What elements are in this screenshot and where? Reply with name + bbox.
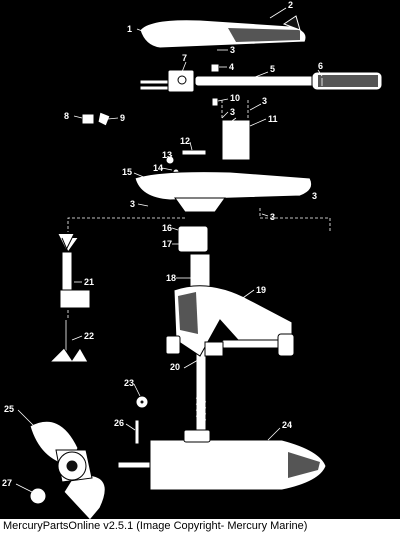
callout-3d: 3 bbox=[130, 199, 135, 209]
callout-2: 2 bbox=[288, 0, 293, 10]
callout-26: 26 bbox=[114, 418, 124, 428]
callout-11: 11 bbox=[268, 114, 278, 124]
top-cover-part bbox=[139, 15, 307, 49]
callout-labels: 1 2 3 4 5 6 7 8 9 10 3 3 11 12 13 14 15 … bbox=[2, 0, 323, 488]
callout-10: 10 bbox=[230, 93, 240, 103]
collar-part bbox=[177, 225, 209, 253]
callout-18: 18 bbox=[166, 273, 176, 283]
connector-parts bbox=[81, 111, 111, 127]
callout-4: 4 bbox=[229, 62, 234, 72]
callout-22: 22 bbox=[84, 331, 94, 341]
callout-3c: 3 bbox=[230, 107, 235, 117]
callout-13: 13 bbox=[162, 150, 172, 160]
exploded-parts-diagram: 1 2 3 4 5 6 7 8 9 10 3 3 11 12 13 14 15 … bbox=[2, 0, 383, 520]
speed-control-part bbox=[167, 69, 195, 93]
callout-3f: 3 bbox=[270, 212, 275, 222]
clamp-bracket-part bbox=[165, 285, 295, 357]
callout-5: 5 bbox=[270, 64, 275, 74]
callout-6: 6 bbox=[318, 61, 323, 71]
bracket-and-spacer-parts bbox=[210, 63, 251, 161]
nut-and-pin-parts bbox=[134, 395, 149, 445]
callout-3b: 3 bbox=[262, 96, 267, 106]
propeller-part bbox=[29, 420, 151, 520]
callout-25: 25 bbox=[4, 404, 14, 414]
lower-motor-unit-part bbox=[149, 429, 327, 491]
motor-head-base-part bbox=[134, 171, 313, 213]
leader-lines bbox=[15, 7, 323, 493]
callout-23: 23 bbox=[124, 378, 134, 388]
callout-15: 15 bbox=[122, 167, 132, 177]
callout-9: 9 bbox=[120, 113, 125, 123]
callout-21: 21 bbox=[84, 277, 94, 287]
callout-14: 14 bbox=[153, 163, 163, 173]
callout-7: 7 bbox=[182, 53, 187, 63]
callout-3e: 3 bbox=[312, 191, 317, 201]
callout-17: 17 bbox=[162, 239, 172, 249]
callout-16: 16 bbox=[162, 223, 172, 233]
copyright-footer: MercuryPartsOnline v2.5.1 (Image Copyrig… bbox=[0, 519, 400, 534]
callout-27: 27 bbox=[2, 478, 12, 488]
callout-3a: 3 bbox=[230, 45, 235, 55]
battery-cable-part bbox=[48, 233, 91, 363]
callout-1: 1 bbox=[127, 24, 132, 34]
callout-8: 8 bbox=[64, 111, 69, 121]
callout-20: 20 bbox=[170, 362, 180, 372]
callout-24: 24 bbox=[282, 420, 292, 430]
callout-12: 12 bbox=[180, 136, 190, 146]
callout-19: 19 bbox=[256, 285, 266, 295]
